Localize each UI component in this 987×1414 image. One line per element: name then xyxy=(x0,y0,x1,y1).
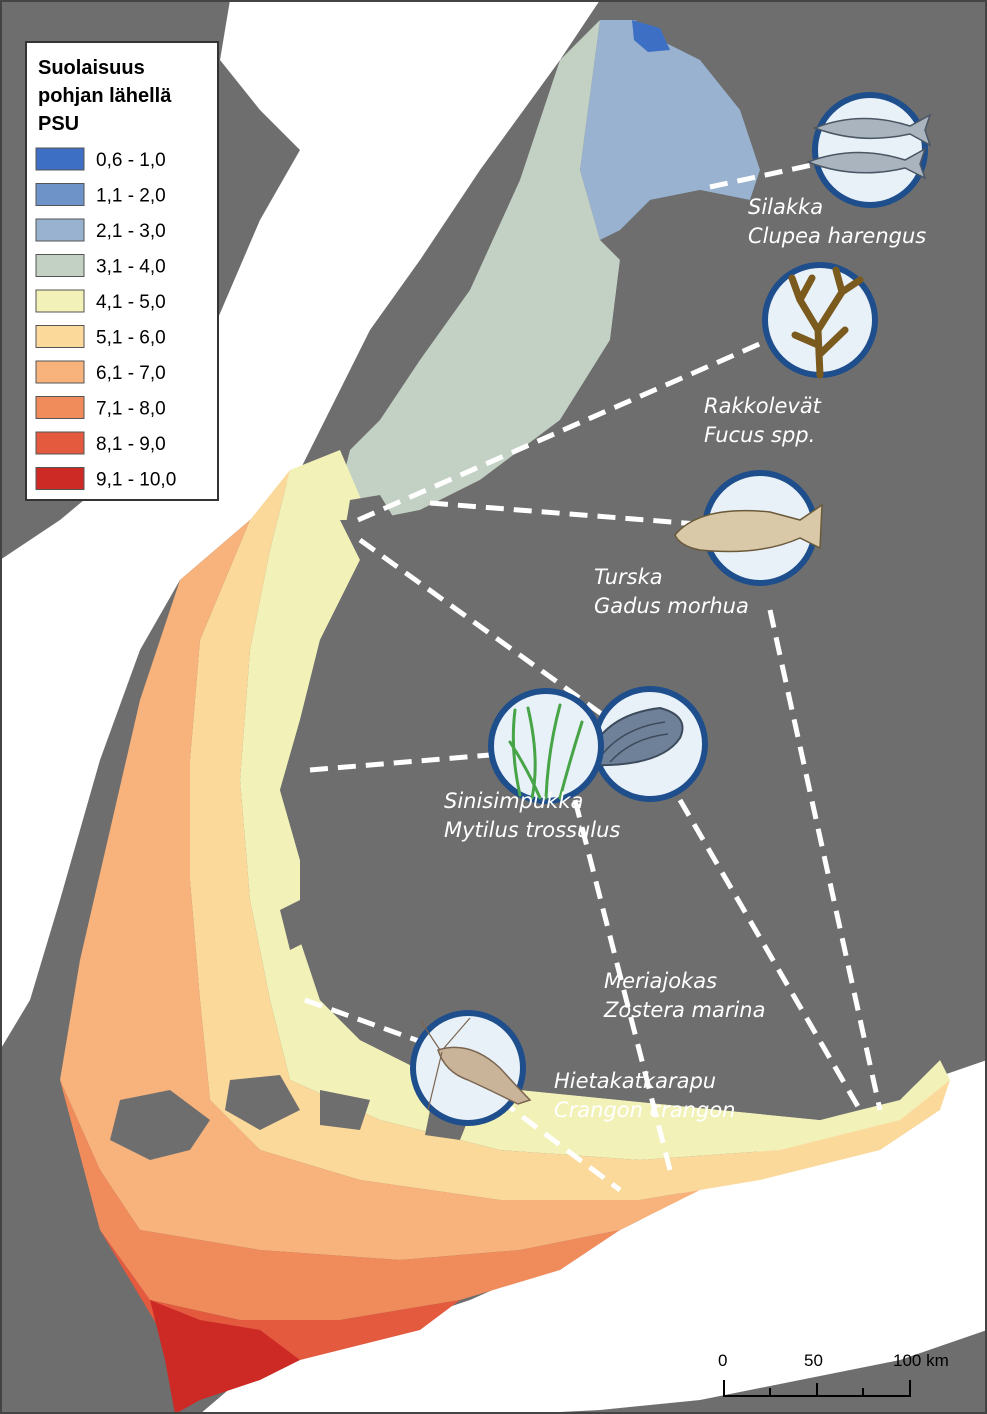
species-scientific-label-cod: Gadus morhua xyxy=(594,594,749,618)
species-common-label-shrimp: Hietakatkarapu xyxy=(554,1069,716,1093)
archipelago-islands xyxy=(110,495,470,1160)
species-common-label-cod: Turska xyxy=(594,565,663,589)
legend-unit: PSU xyxy=(38,113,79,135)
zone-4-5 xyxy=(240,450,950,1160)
legend-swatch xyxy=(35,254,85,277)
bladderwrack-icon xyxy=(762,262,878,379)
legend-label: 3,1 - 4,0 xyxy=(96,257,166,278)
species-common-label-mussel: Sinisimpukka xyxy=(444,789,583,813)
herring-icon xyxy=(805,92,932,208)
legend-swatch xyxy=(35,147,85,171)
zone-3-4 xyxy=(340,20,620,520)
shrimp-icon xyxy=(410,1010,532,1126)
legend-swatch xyxy=(35,183,85,206)
legend-label: 5,1 - 6,0 xyxy=(96,328,166,349)
open-sea-west xyxy=(0,0,600,1050)
legend-label: 9,1 - 10,0 xyxy=(96,470,176,491)
zone-9-10 xyxy=(150,1300,300,1414)
species-scientific-label-shrimp: Crangon crangon xyxy=(554,1098,735,1122)
legend-label: 7,1 - 8,0 xyxy=(96,399,166,420)
legend-label: 1,1 - 2,0 xyxy=(96,186,166,207)
legend-items: 0,6 - 1,0 1,1 - 2,0 2,1 - 3,0 3,1 - 4,0 4,1 … xyxy=(35,147,176,491)
legend: Suolaisuus pohjan lähellä PSU 0,6 - 1,0 1… xyxy=(25,41,219,501)
zone-7-8 xyxy=(60,1080,620,1320)
species-scientific-label-eelgrass: Zostera marina xyxy=(603,998,765,1022)
legend-label: 2,1 - 3,0 xyxy=(96,221,166,242)
connector-lines xyxy=(304,157,883,1192)
scale-label-0: 0 xyxy=(718,1351,727,1370)
scale-bar: 0 50 100 km xyxy=(718,1351,949,1397)
legend-label: 4,1 - 5,0 xyxy=(96,292,166,313)
species-common-label-eelgrass: Meriajokas xyxy=(604,969,717,993)
species-scientific-label-herring: Clupea harengus xyxy=(748,224,926,248)
species-common-label-fucus: Rakkolevät xyxy=(704,394,822,418)
scale-label-50: 50 xyxy=(804,1351,823,1370)
legend-label: 6,1 - 7,0 xyxy=(96,363,166,384)
species-scientific-label-fucus: Fucus spp. xyxy=(704,423,815,447)
species-common-label-herring: Silakka xyxy=(748,195,823,219)
zone-0-6-1 xyxy=(632,20,670,52)
cod-icon xyxy=(674,470,823,586)
scale-label-100: 100 km xyxy=(893,1351,949,1370)
legend-title-line2: pohjan lähellä xyxy=(38,85,172,107)
legend-swatch xyxy=(35,218,85,242)
legend-label: 0,6 - 1,0 xyxy=(96,150,166,171)
legend-title-line1: Suolaisuus xyxy=(38,57,145,79)
eelgrass-icon xyxy=(488,688,604,804)
legend-swatch xyxy=(35,289,85,313)
legend-swatch xyxy=(35,396,85,419)
legend-swatch xyxy=(35,325,85,348)
zone-6-7 xyxy=(60,520,700,1260)
legend-swatch xyxy=(35,467,85,490)
legend-swatch xyxy=(35,431,85,455)
scale-bar-line xyxy=(723,1380,911,1397)
species-scientific-label-mussel: Mytilus trossulus xyxy=(444,818,620,842)
legend-swatch xyxy=(35,360,85,384)
legend-label: 8,1 - 9,0 xyxy=(96,434,166,455)
